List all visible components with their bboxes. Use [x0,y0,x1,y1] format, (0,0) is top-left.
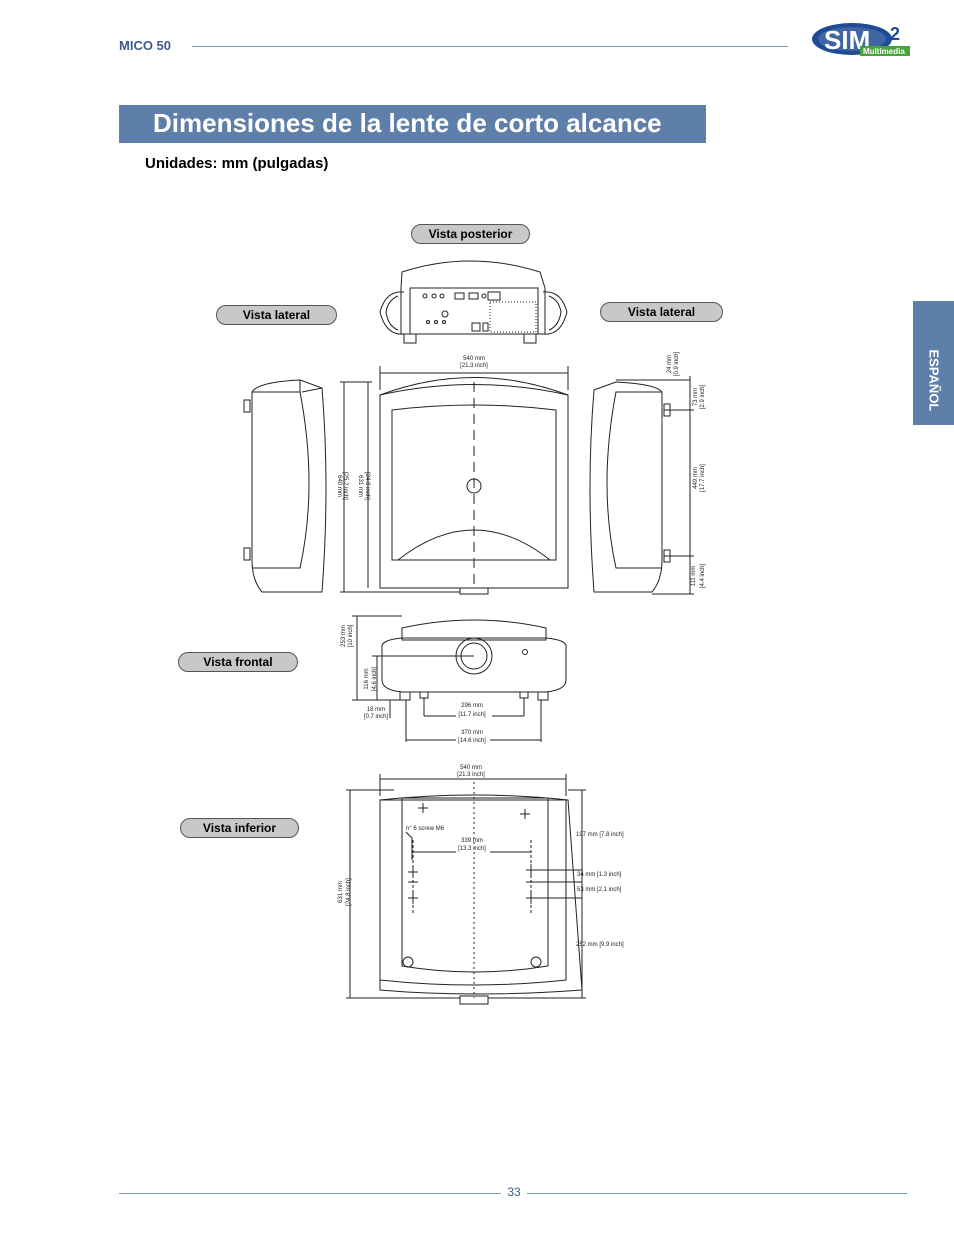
page-number: 33 [507,1185,521,1199]
dim-b339-in: [13.3 inch] [458,846,486,852]
side-view-right-drawing [589,376,694,595]
dim-r24-mm: 24 mm [667,355,673,373]
front-view-drawing [352,615,567,742]
language-tab [913,301,954,425]
dim-f116-in: [4.6 inch] [372,666,378,691]
dim-f18-mm: 18 mm [367,707,385,713]
dim-b197: 197 mm [7.8 inch] [576,832,624,838]
dim-b631-mm: 631 mm [338,881,344,903]
dim-f296-mm: 296 mm [461,703,483,709]
dim-side-height-mm: 640 mm [336,475,342,497]
side-view-left-label: Vista lateral [216,305,337,325]
page-title: Dimensiones de la lente de corto alcance [153,108,662,138]
dim-f18-in: [0.7 inch] [364,714,389,720]
dim-top-width-mm: 540 mm [463,356,485,362]
dim-f253-mm: 253 mm [341,625,347,647]
dim-r449-in: [17.7 inch] [700,464,706,492]
dim-top-width-in: [21.3 inch] [460,363,488,369]
dim-f370-mm: 370 mm [461,730,483,736]
footer-rule-right [527,1193,907,1194]
logo-sub-text: Multimedia [863,47,905,56]
bottom-view-label: Vista inferior [180,818,299,838]
bottom-view-drawing [346,774,586,1005]
rear-view-drawing [379,260,568,344]
dim-r111-mm: 111 mm [691,566,697,587]
dimension-labels: 540 mm [21.3 inch] 640 mm [25.2 inch] 63… [336,351,706,948]
dim-r111-in: [4.4 inch] [700,563,706,588]
dim-r73-in: [2.9 inch] [700,384,706,409]
front-view-label: Vista frontal [178,652,298,672]
dim-r73-mm: 73 mm [693,388,699,406]
dim-r449-mm: 449 mm [693,467,699,489]
dim-r24-in: [0.9 inch] [674,351,680,376]
dim-b252: 252 mm [9.9 inch] [576,942,624,948]
dim-b339-mm: 339 mm [461,838,483,844]
dim-f370-in: [14.6 inch] [458,738,486,744]
dim-b53: 53 mm [2.1 inch] [577,887,622,893]
sim2-logo-icon: SIM 2 Multimedia [812,23,910,56]
dim-f253-in: [10 inch] [348,624,354,647]
dim-b540-mm: 540 mm [460,765,482,771]
dim-top-depth-in: [24.8 inch] [364,472,370,500]
dim-b-screw: n° 6 screw M6 [406,826,445,832]
top-view-drawing [340,366,569,595]
header-model: MICO 50 [119,38,172,53]
dim-f116-mm: 116 mm [364,668,370,689]
side-view-right-label: Vista lateral [600,302,723,322]
dim-f296-in: [11.7 inch] [458,712,486,718]
dim-b631-in: [24.8 inch] [346,878,352,906]
dim-b34: 34 mm [1.3 inch] [577,872,622,878]
title-bar [119,105,706,143]
logo-digit-text: 2 [890,24,900,44]
units-subtitle: Unidades: mm (pulgadas) [145,155,329,172]
rear-view-label: Vista posterior [411,224,530,244]
dim-side-height-in: [25.2 inch] [342,472,348,500]
dim-top-depth-mm: 631 mm [357,475,363,497]
side-view-left-drawing [243,379,327,593]
header-rule [192,46,788,47]
dim-b540-in: [21.3 inch] [457,772,485,778]
footer-rule-left [119,1193,501,1194]
